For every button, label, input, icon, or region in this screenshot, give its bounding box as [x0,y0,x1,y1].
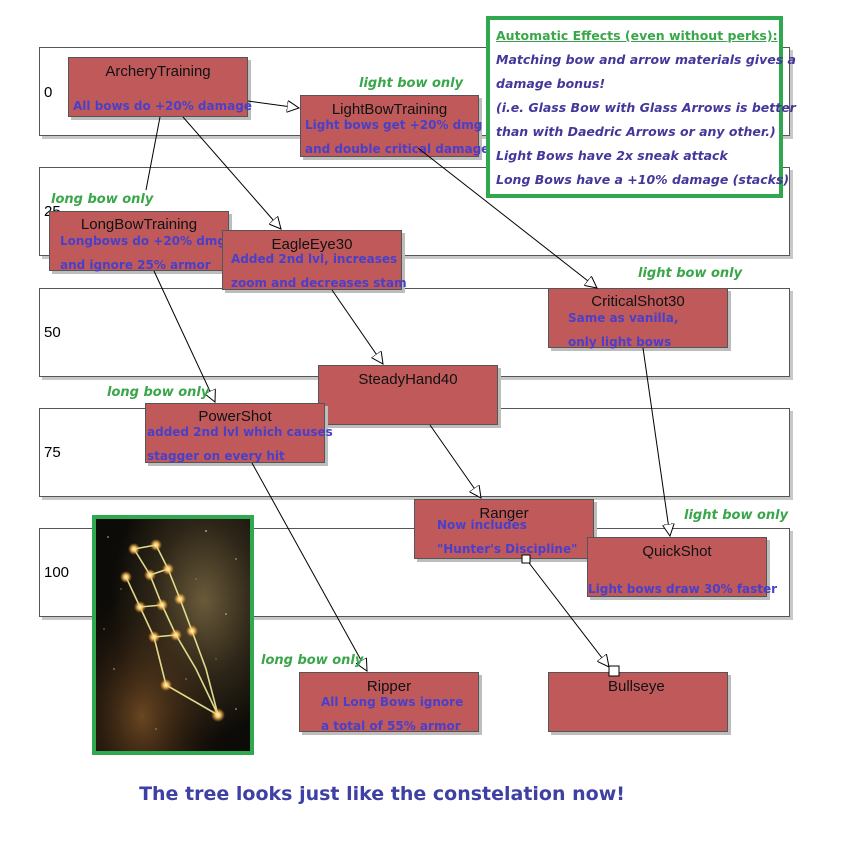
perk-description: All bows do +20% damage [73,99,252,113]
perk-title: EagleEye30 [271,236,353,253]
perk-description: Now includes [437,518,527,532]
long-bow-only-tag: long bow only [51,192,154,207]
automatic-effects-panel: Automatic Effects (even without perks): … [486,16,796,198]
level-label-50: 50 [44,324,61,341]
perk-description: a total of 55% armor [321,719,461,733]
effects-line: Matching bow and arrow materials gives a [496,52,796,67]
perk-node-archery-training[interactable]: ArcheryTraining All bows do +20% damage [68,57,252,117]
perk-title: LightBowTraining [331,101,448,118]
perk-node-ripper[interactable]: Ripper All Long Bows ignore a total of 5… [299,672,479,733]
effects-title: Automatic Effects (even without perks): [496,28,778,43]
perk-node-light-bow-training[interactable]: LightBowTraining Light bows get +20% dmg… [300,95,489,157]
effects-line: (i.e. Glass Bow with Glass Arrows is bet… [496,100,796,115]
perk-description: and double critical damage [305,142,490,156]
light-bow-only-tag: light bow only [638,266,743,281]
perk-description: Light bows draw 30% faster [588,582,778,596]
perk-node-power-shot[interactable]: PowerShot added 2nd lvl which causes sta… [145,403,333,463]
perk-description: All Long Bows ignore [321,695,464,709]
diagram-caption: The tree looks just like the constelatio… [139,783,625,805]
perk-title: PowerShot [198,408,272,425]
perk-title: CriticalShot30 [591,293,685,310]
light-bow-only-tag: light bow only [359,76,464,91]
constellation-image [92,515,254,755]
archer-constellation-icon [96,519,250,751]
perk-title: QuickShot [642,543,712,560]
perk-description: Same as vanilla, [568,311,679,325]
perk-description: and ignore 25% armor [60,258,211,272]
effects-line: damage bonus! [496,76,606,91]
perk-description: added 2nd lvl which causes [147,425,333,439]
perk-node-bullseye[interactable]: Bullseye [548,672,728,732]
level-label-75: 75 [44,444,61,461]
perk-description: zoom and decreases stam [231,276,407,290]
perk-title: Bullseye [608,678,665,695]
perk-description: Longbows do +20% dmg [60,234,226,248]
perk-title: Ripper [366,678,412,695]
perk-node-ranger[interactable]: Ranger Now includes "Hunter's Discipline… [414,499,594,559]
long-bow-only-tag: long bow only [261,653,364,668]
perk-title: LongBowTraining [80,216,198,233]
perk-description: Added 2nd lvl, increases [231,252,398,266]
perk-title: SteadyHand40 [358,371,458,388]
effects-line: than with Daedric Arrows or any other.) [496,124,776,139]
perk-description: "Hunter's Discipline" [437,542,578,556]
perk-node-critical-shot[interactable]: CriticalShot30 Same as vanilla, only lig… [548,288,728,349]
effects-line: Light Bows have 2x sneak attack [496,148,728,163]
perk-title: Ranger [479,505,529,522]
perk-description: Light bows get +20% dmg [305,118,483,132]
perk-node-eagle-eye[interactable]: EagleEye30 Added 2nd lvl, increases zoom… [222,230,407,290]
perk-description: only light bows [568,335,672,349]
perk-node-long-bow-training[interactable]: LongBowTraining Longbows do +20% dmg and… [49,211,229,272]
effects-line: Long Bows have a +10% damage (stacks) [496,172,790,187]
perk-description: stagger on every hit [147,449,285,463]
level-label-0: 0 [44,84,53,101]
perk-title: ArcheryTraining [105,63,211,80]
long-bow-only-tag: long bow only [107,385,210,400]
perk-node-quick-shot[interactable]: QuickShot Light bows draw 30% faster [587,537,777,597]
level-label-100: 100 [44,564,70,581]
perk-node-steady-hand[interactable]: SteadyHand40 [318,365,498,425]
light-bow-only-tag: light bow only [684,508,789,523]
